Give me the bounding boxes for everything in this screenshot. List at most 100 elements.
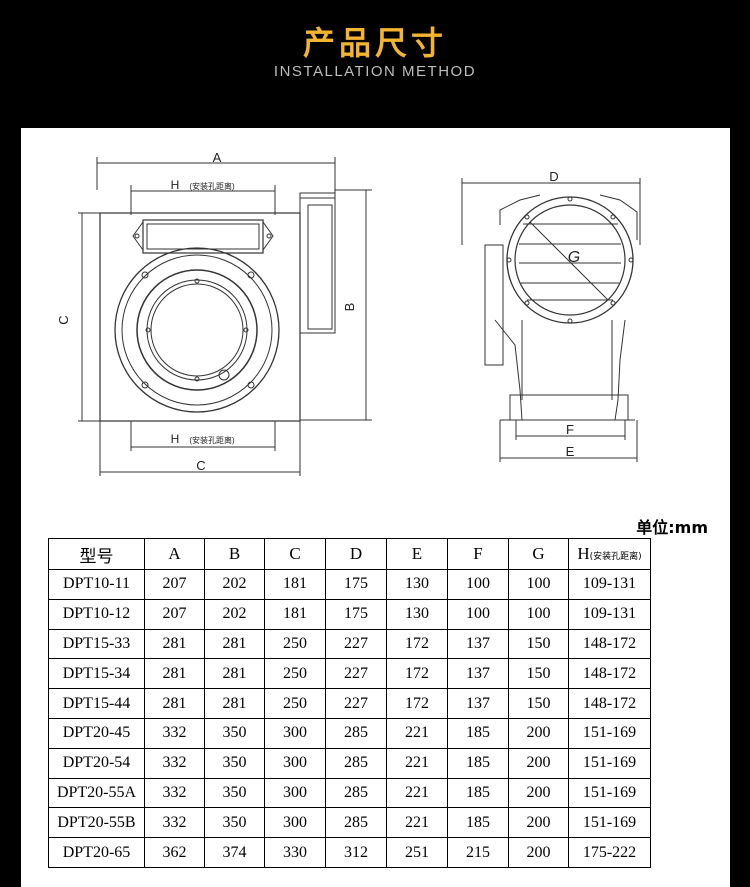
value-cell: 207 bbox=[144, 569, 205, 600]
value-cell: 285 bbox=[325, 717, 387, 749]
value-cell: 202 bbox=[204, 598, 265, 630]
value-cell: 150 bbox=[508, 658, 569, 690]
value-cell: 350 bbox=[204, 807, 265, 839]
side-label-e: E bbox=[566, 444, 575, 459]
value-cell: 150 bbox=[508, 628, 569, 660]
value-cell: 150 bbox=[508, 688, 569, 719]
value-cell: 227 bbox=[325, 658, 387, 690]
model-cell: DPT20-54 bbox=[48, 747, 145, 779]
value-cell: 185 bbox=[447, 807, 509, 839]
value-cell: 312 bbox=[325, 837, 387, 868]
value-cell: 175 bbox=[325, 598, 387, 630]
header-h: H(安装孔距离) bbox=[568, 538, 651, 570]
value-cell: 281 bbox=[144, 658, 205, 690]
value-cell: 374 bbox=[204, 837, 265, 868]
header-a: A bbox=[144, 538, 205, 570]
front-label-a: A bbox=[213, 150, 222, 165]
value-cell: 137 bbox=[447, 688, 509, 719]
value-cell: 175-222 bbox=[568, 837, 651, 868]
value-cell: 285 bbox=[325, 747, 387, 779]
header-e: E bbox=[386, 538, 448, 570]
page-title: 产品尺寸 bbox=[302, 24, 447, 62]
value-cell: 200 bbox=[508, 717, 569, 749]
value-cell: 151-169 bbox=[568, 747, 651, 779]
header-h-letter: H bbox=[577, 544, 590, 563]
value-cell: 221 bbox=[386, 807, 448, 839]
value-cell: 200 bbox=[508, 807, 569, 839]
value-cell: 207 bbox=[144, 598, 205, 630]
value-cell: 281 bbox=[204, 658, 265, 690]
header-banner: 产品尺寸 INSTALLATION METHOD bbox=[0, 0, 750, 100]
model-cell: DPT20-65 bbox=[48, 837, 145, 868]
value-cell: 281 bbox=[144, 688, 205, 719]
value-cell: 221 bbox=[386, 747, 448, 779]
value-cell: 148-172 bbox=[568, 688, 651, 719]
value-cell: 215 bbox=[447, 837, 509, 868]
header-d: D bbox=[325, 538, 387, 570]
value-cell: 330 bbox=[264, 837, 326, 868]
value-cell: 100 bbox=[508, 598, 569, 630]
model-cell: DPT20-45 bbox=[48, 717, 145, 749]
table-header-row: 型号 A B C D E F G H(安装孔距离) bbox=[48, 538, 651, 570]
model-cell: DPT10-12 bbox=[48, 598, 145, 630]
value-cell: 172 bbox=[386, 658, 448, 690]
value-cell: 300 bbox=[264, 747, 326, 779]
value-cell: 100 bbox=[447, 569, 509, 600]
value-cell: 350 bbox=[204, 747, 265, 779]
value-cell: 137 bbox=[447, 658, 509, 690]
front-label-c-left: C bbox=[56, 315, 71, 324]
front-view-drawing bbox=[78, 157, 372, 476]
value-cell: 281 bbox=[144, 628, 205, 660]
header-g: G bbox=[508, 538, 569, 570]
value-cell: 148-172 bbox=[568, 628, 651, 660]
value-cell: 109-131 bbox=[568, 598, 651, 630]
front-label-h-bottom-note: (安装孔距离) bbox=[189, 435, 235, 445]
model-cell: DPT10-11 bbox=[48, 569, 145, 600]
front-label-c-bottom: C bbox=[196, 458, 205, 473]
model-cell: DPT15-33 bbox=[48, 628, 145, 660]
side-view-drawing bbox=[461, 178, 641, 462]
value-cell: 200 bbox=[508, 837, 569, 868]
value-cell: 181 bbox=[264, 598, 326, 630]
value-cell: 332 bbox=[144, 717, 205, 749]
value-cell: 285 bbox=[325, 807, 387, 839]
value-cell: 200 bbox=[508, 777, 569, 809]
value-cell: 362 bbox=[144, 837, 205, 868]
value-cell: 175 bbox=[325, 569, 387, 600]
front-label-h-top-note: (安装孔距离) bbox=[189, 181, 235, 191]
value-cell: 130 bbox=[386, 598, 448, 630]
value-cell: 100 bbox=[447, 598, 509, 630]
value-cell: 151-169 bbox=[568, 777, 651, 809]
header-h-note: (安装孔距离) bbox=[589, 552, 642, 562]
value-cell: 221 bbox=[386, 777, 448, 809]
value-cell: 285 bbox=[325, 777, 387, 809]
front-label-h-bottom: H bbox=[171, 432, 180, 446]
header-c: C bbox=[264, 538, 326, 570]
dimension-drawings: A H (安装孔距离) C B H (安装孔距离) C bbox=[56, 150, 641, 476]
value-cell: 332 bbox=[144, 807, 205, 839]
value-cell: 137 bbox=[447, 628, 509, 660]
value-cell: 250 bbox=[264, 658, 326, 690]
value-cell: 151-169 bbox=[568, 717, 651, 749]
value-cell: 200 bbox=[508, 747, 569, 779]
value-cell: 250 bbox=[264, 628, 326, 660]
value-cell: 130 bbox=[386, 569, 448, 600]
value-cell: 300 bbox=[264, 807, 326, 839]
value-cell: 227 bbox=[325, 628, 387, 660]
value-cell: 185 bbox=[447, 717, 509, 749]
value-cell: 300 bbox=[264, 777, 326, 809]
value-cell: 172 bbox=[386, 688, 448, 719]
value-cell: 300 bbox=[264, 717, 326, 749]
value-cell: 281 bbox=[204, 688, 265, 719]
